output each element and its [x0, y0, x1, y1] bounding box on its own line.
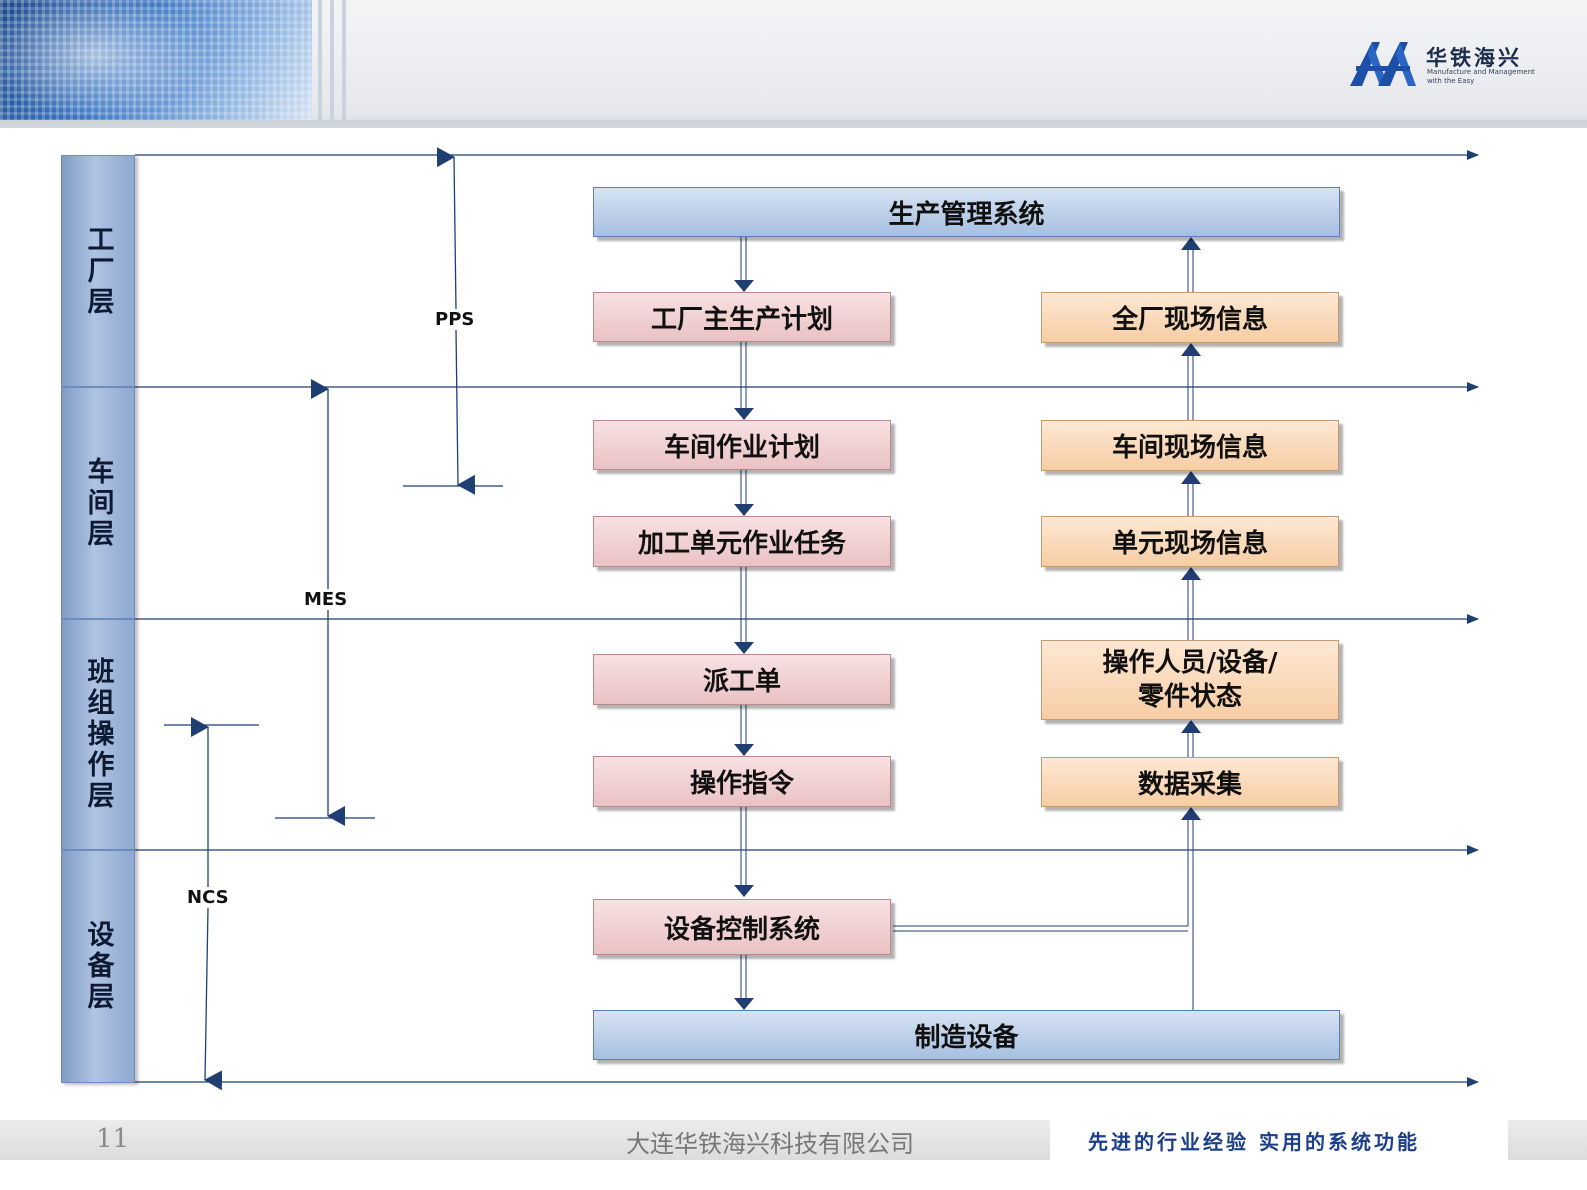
op-instruction-box: 操作指令 — [593, 756, 891, 807]
company-name: 大连华铁海兴科技有限公司 — [626, 1130, 914, 1158]
header-divider — [318, 0, 322, 122]
unit-task-box: 加工单元作业任务 — [593, 516, 891, 567]
logo-tagline: Manufacture and Management with the Easy — [1427, 68, 1535, 85]
workshop-plan-box: 车间作业计划 — [593, 420, 891, 470]
pps-label: PPS — [433, 309, 477, 330]
footer-bar — [1508, 1120, 1587, 1160]
layer-label-factory: 工厂层 — [82, 224, 114, 318]
page-number: 11 — [96, 1124, 130, 1154]
status-box: 操作人员/设备/ 零件状态 — [1041, 640, 1339, 720]
layer-cell-workshop — [61, 387, 135, 619]
ncs-label: NCS — [185, 887, 231, 908]
dispatch-box: 派工单 — [593, 654, 891, 705]
layer-cell-team — [61, 619, 135, 850]
header-divider — [342, 0, 346, 122]
production-management-box: 生产管理系统 — [593, 187, 1340, 237]
layer-label-equipment: 设备层 — [82, 920, 114, 1013]
factory-info-box: 全厂现场信息 — [1041, 292, 1339, 343]
header-divider — [330, 0, 334, 122]
data-collection-box: 数据采集 — [1041, 757, 1339, 807]
plan-flow-arrows — [740, 237, 747, 1000]
logo-name: 华铁海兴 — [1426, 46, 1522, 70]
footer-bar — [0, 1120, 1050, 1160]
layer-cell-equipment — [61, 850, 135, 1083]
company-logo-icon — [1350, 42, 1416, 86]
plan-flow-arrowheads — [734, 280, 754, 1010]
slogan: 先进的行业经验 实用的系统功能 — [1088, 1130, 1420, 1154]
header-rule — [0, 120, 1587, 126]
info-flow-arrows — [893, 250, 1194, 1012]
manufacturing-equipment-box: 制造设备 — [593, 1010, 1340, 1060]
ncs-range-arrow — [204, 907, 223, 1091]
pps-range-arrow — [436, 147, 457, 311]
workshop-info-box: 车间现场信息 — [1041, 420, 1339, 471]
status-box-line: 操作人员/设备/ — [1102, 648, 1278, 678]
equip-control-box: 设备控制系统 — [593, 899, 891, 955]
pps-range-arrow — [455, 329, 476, 495]
unit-info-box: 单元现场信息 — [1041, 516, 1339, 567]
header-banner — [0, 0, 1587, 128]
layer-label-workshop: 车间层 — [82, 456, 114, 550]
mes-label: MES — [302, 589, 350, 610]
globe-graphic — [0, 0, 312, 122]
factory-plan-box: 工厂主生产计划 — [593, 292, 891, 342]
info-flow-arrowheads — [1181, 237, 1201, 820]
status-box-line: 零件状态 — [1137, 682, 1242, 712]
layer-cell-factory — [61, 155, 135, 387]
layer-label-team: 班组操作层 — [82, 657, 114, 812]
